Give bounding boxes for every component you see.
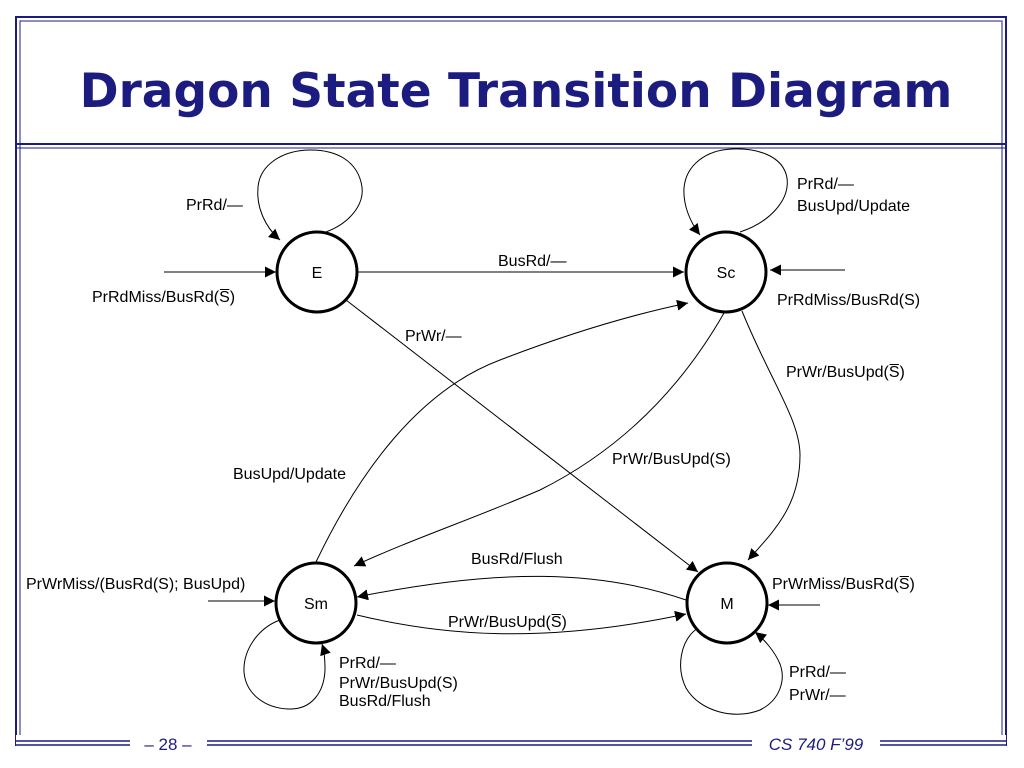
label-sc-self-1: PrRd/— (797, 176, 854, 193)
label-sm-self-3: BusRd/Flush (339, 693, 431, 710)
label-sc-incoming: PrRdMiss/BusRd(S) (777, 292, 920, 309)
label-m-incoming: PrWrMiss/BusRd(S̅) (772, 575, 915, 593)
edge-e-self (257, 149, 363, 241)
state-m: M (685, 561, 769, 645)
footer: – 28 – CS 740 F’99 (16, 735, 1006, 754)
label-sc-to-sm: PrWr/BusUpd(S) (612, 451, 731, 468)
edge-m-to-sm (356, 575, 687, 601)
edge-m-self (680, 627, 783, 715)
label-sm-self-1: PrRd/— (339, 655, 396, 672)
edge-sc-to-sm (353, 312, 725, 567)
edge-sm-to-sc (315, 299, 689, 563)
label-sm-incoming: PrWrMiss/(BusRd(S); BusUpd) (26, 576, 245, 593)
label-sc-self-2: BusUpd/Update (797, 198, 910, 215)
label-m-self-1: PrRd/— (789, 664, 846, 681)
slide-frame (15, 16, 1007, 746)
state-sc-label: Sc (717, 265, 736, 282)
label-sc-to-m: PrWr/BusUpd(S̅) (786, 363, 905, 381)
footer-course: CS 740 F’99 (769, 735, 864, 754)
state-sm: Sm (274, 561, 358, 645)
state-e: E (275, 230, 359, 314)
page-title: Dragon State Transition Diagram (80, 64, 953, 119)
state-diagram: E Sc Sm M PrRd/— PrRdMiss/BusRd(S̅) PrRd… (26, 148, 920, 715)
edge-e-to-m (345, 299, 699, 573)
label-e-self: PrRd/— (186, 197, 243, 214)
footer-page-number: – 28 – (144, 735, 192, 754)
label-sm-self-2: PrWr/BusUpd(S) (339, 675, 458, 692)
label-m-self-2: PrWr/— (789, 687, 846, 704)
label-m-to-sm: BusRd/Flush (471, 551, 563, 568)
label-sm-to-m: PrWr/BusUpd(S̅) (448, 613, 567, 631)
edge-sc-to-m (741, 310, 801, 561)
edge-sc-self (683, 148, 788, 236)
state-e-label: E (312, 265, 323, 282)
edge-sm-to-m (356, 610, 687, 635)
label-sm-to-sc: BusUpd/Update (233, 466, 346, 483)
label-e-to-m: PrWr/— (405, 328, 462, 345)
label-e-incoming: PrRdMiss/BusRd(S̅) (92, 288, 235, 306)
label-e-to-sc: BusRd/— (498, 253, 566, 270)
state-m-label: M (720, 596, 733, 613)
state-sm-label: Sm (304, 596, 328, 613)
state-sc: Sc (684, 230, 768, 314)
edge-sm-self (243, 619, 331, 710)
